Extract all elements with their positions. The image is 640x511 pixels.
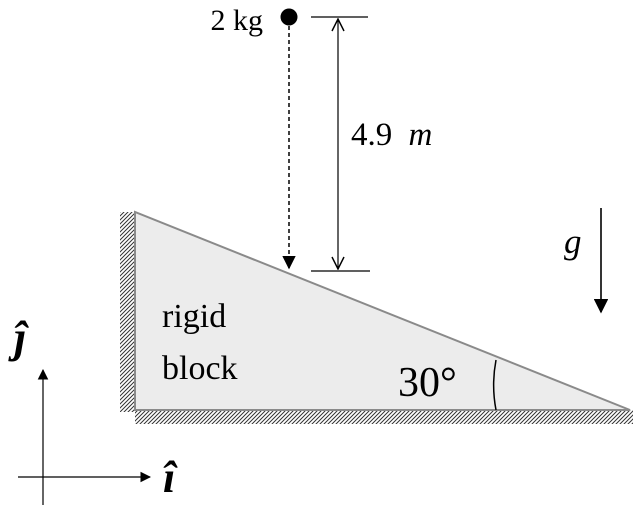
- j-unit-vector-label: ĵ: [8, 313, 29, 362]
- gravity-label: g: [564, 222, 582, 261]
- angle-arc: [492, 359, 497, 411]
- drop-height-value: 4.9: [351, 117, 392, 153]
- angle-label: 30°: [398, 360, 457, 406]
- drop-height-label: 4.9 m: [351, 117, 432, 153]
- floor-hatching: [135, 410, 633, 424]
- block-label-line1: rigid: [162, 298, 226, 335]
- drop-height-unit: m: [409, 117, 433, 153]
- mass-label: 2 kg: [211, 4, 264, 37]
- wall-hatching: [120, 212, 135, 412]
- rigid-block: [134, 210, 631, 411]
- i-unit-vector-label: î: [163, 453, 178, 502]
- block-label-line2: block: [162, 350, 238, 387]
- mass-point: [280, 8, 298, 26]
